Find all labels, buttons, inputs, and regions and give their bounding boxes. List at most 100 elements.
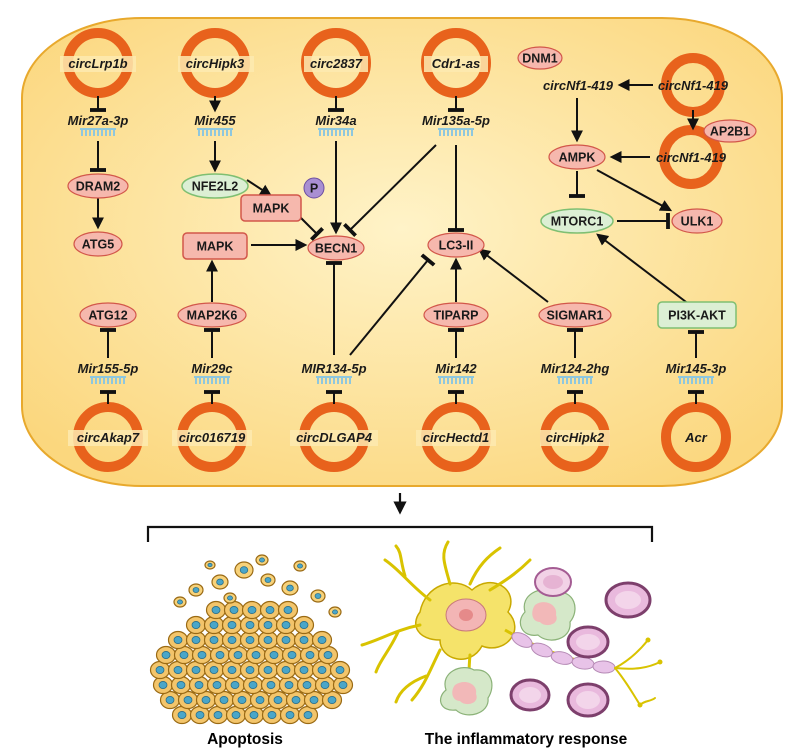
- circ-ring-acr: [661, 402, 731, 472]
- label-circ-nf1-right: circNf1-419: [658, 78, 729, 93]
- circrna-labels: circLrp1b circHipk3 circ2837 Cdr1-as cir…: [60, 56, 729, 446]
- label-sigmar1: SIGMAR1: [547, 309, 604, 323]
- label-cdr1-as: Cdr1-as: [432, 56, 480, 71]
- apoptotic-cell: [155, 645, 177, 665]
- label-circ-lrp1b: circLrp1b: [68, 56, 127, 71]
- node-lc3: [427, 232, 485, 258]
- immune-cells: [509, 567, 652, 718]
- label-circ-akap7: circAkap7: [77, 430, 140, 445]
- apoptotic-cell: [259, 600, 281, 620]
- apoptotic-cell: [189, 705, 211, 725]
- label-map2k6: MAP2K6: [187, 309, 238, 323]
- apoptotic-cell: [224, 675, 246, 695]
- label-circ-hectd1: circHectd1: [423, 430, 489, 445]
- node-mapk-top: [240, 194, 302, 222]
- apoptotic-cell: [205, 600, 227, 620]
- microglia-cells: [439, 589, 576, 716]
- apoptotic-cell: [278, 675, 300, 695]
- apoptotic-cell: [221, 615, 243, 635]
- neuron-axon: [504, 628, 663, 708]
- node-atg5: [73, 231, 123, 257]
- apoptotic-cell: [314, 675, 336, 695]
- apoptotic-cell: [328, 606, 342, 618]
- apoptotic-cell: [204, 560, 216, 570]
- apoptotic-cell: [281, 580, 299, 596]
- node-sigmar1: [538, 302, 612, 328]
- label-atg12: ATG12: [88, 309, 127, 323]
- apoptotic-cell: [275, 630, 297, 650]
- label-mir27a-3p: Mir27a-3p: [68, 113, 129, 128]
- apoptosis-illustration: [149, 554, 354, 725]
- apoptotic-cell: [293, 560, 307, 572]
- label-dram2: DRAM2: [76, 180, 120, 194]
- label-acr: Acr: [684, 430, 708, 445]
- node-mtorc1: [540, 208, 614, 234]
- apoptotic-cell: [149, 660, 171, 680]
- apoptotic-cell: [311, 660, 333, 680]
- apoptotic-cell: [293, 615, 315, 635]
- label-mir29c: Mir29c: [191, 361, 233, 376]
- label-nfe2l2: NFE2L2: [192, 180, 239, 194]
- apoptotic-cell: [257, 615, 279, 635]
- label-mtorc1: MTORC1: [551, 215, 604, 229]
- apoptotic-cell: [296, 675, 318, 695]
- label-mir135a-5p: Mir135a-5p: [422, 113, 490, 128]
- node-dram2: [67, 173, 129, 199]
- apoptotic-cell: [188, 583, 204, 597]
- node-nfe2l2: [181, 173, 249, 199]
- apoptotic-cell: [211, 574, 229, 590]
- label-circ-nf1-text: circNf1-419: [543, 78, 614, 93]
- node-mapk-left: [182, 232, 248, 260]
- label-circ-nf1-mid: circNf1-419: [656, 150, 727, 165]
- label-becn1: BECN1: [315, 242, 357, 256]
- apoptotic-cell: [275, 615, 297, 635]
- apoptotic-cell: [221, 630, 243, 650]
- label-mir145-3p: Mir145-3p: [666, 361, 727, 376]
- apoptotic-cell: [223, 600, 245, 620]
- apoptotic-cell: [260, 573, 276, 587]
- apoptotic-cell: [207, 705, 229, 725]
- apoptotic-cell: [167, 630, 189, 650]
- apoptotic-cell: [260, 675, 282, 695]
- label-circ-hipk2: circHipk2: [546, 430, 605, 445]
- apoptotic-cell: [185, 630, 207, 650]
- apoptotic-cell: [243, 705, 265, 725]
- apoptotic-cell: [332, 675, 354, 695]
- node-dnm1: [517, 46, 563, 70]
- label-mapk-top: MAPK: [253, 202, 290, 216]
- apoptotic-cell: [234, 561, 254, 579]
- label-mir34a: Mir34a: [315, 113, 356, 128]
- label-dnm1: DNM1: [522, 52, 557, 66]
- apoptotic-cell: [285, 690, 307, 710]
- protein-labels: DRAM2 ATG5 NFE2L2 MAPK P MAPK BECN1 LC3-…: [76, 52, 750, 323]
- label-atg5: ATG5: [82, 238, 114, 252]
- label-mapk-left: MAPK: [197, 240, 234, 254]
- node-becn1: [307, 235, 365, 261]
- label-circ-2837: circ2837: [310, 56, 363, 71]
- label-p: P: [310, 182, 318, 196]
- node-pi3k-akt: [657, 301, 737, 329]
- apoptotic-cell: [152, 675, 174, 695]
- label-mir155-5p: Mir155-5p: [78, 361, 139, 376]
- label-mir455: Mir455: [194, 113, 236, 128]
- apoptotic-cell: [170, 675, 192, 695]
- apoptotic-cell: [277, 600, 299, 620]
- label-ampk: AMPK: [559, 151, 596, 165]
- apoptotic-cell: [311, 630, 333, 650]
- apoptotic-cell: [242, 675, 264, 695]
- apoptotic-cell: [185, 615, 207, 635]
- apoptotic-cell: [241, 600, 263, 620]
- apoptotic-cell: [203, 615, 225, 635]
- node-tiparp: [423, 302, 489, 328]
- apoptotic-cell: [173, 645, 195, 665]
- node-ampk: [548, 144, 606, 170]
- caption-apoptosis: Apoptosis: [207, 731, 283, 748]
- node-map2k6: [177, 302, 247, 328]
- node-p: [303, 177, 325, 199]
- apoptotic-cell: [173, 596, 187, 608]
- label-circ-dlgap4: circDLGAP4: [296, 430, 373, 445]
- apoptotic-cell: [255, 554, 269, 566]
- apoptotic-cell: [188, 675, 210, 695]
- apoptotic-cell: [245, 645, 267, 665]
- apoptotic-cell: [195, 690, 217, 710]
